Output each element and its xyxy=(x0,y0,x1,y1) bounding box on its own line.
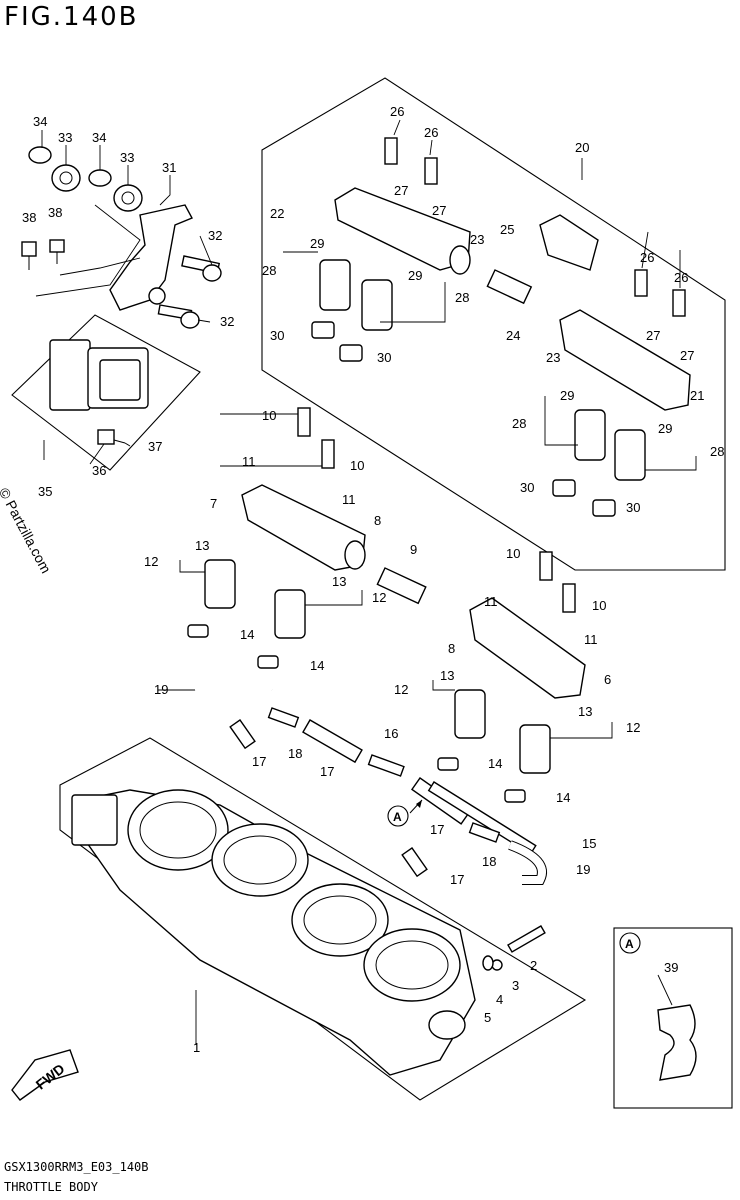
vacuum-hoses xyxy=(192,672,547,885)
callout-14b: 14 xyxy=(310,658,324,673)
callout-labels: 34 33 34 33 31 38 38 32 32 37 36 35 26 2… xyxy=(22,104,724,1093)
callout-23a: 23 xyxy=(470,232,484,247)
callout-7: 7 xyxy=(210,496,217,511)
callout-18a: 18 xyxy=(288,746,302,761)
callout-10c: 10 xyxy=(506,546,520,561)
callout-12a: 12 xyxy=(144,554,158,569)
callout-8a: 8 xyxy=(374,513,381,528)
callout-24: 24 xyxy=(506,328,520,343)
callout-26d: 26 xyxy=(674,270,688,285)
callout-14d: 14 xyxy=(556,790,570,805)
callout-33b: 33 xyxy=(120,150,134,165)
inset-box-a xyxy=(613,927,733,1109)
callout-34a: 34 xyxy=(33,114,47,129)
callout-4: 4 xyxy=(496,992,503,1007)
callout-1: 1 xyxy=(193,1040,200,1055)
callout-27b: 27 xyxy=(432,203,446,218)
callout-27a: 27 xyxy=(394,183,408,198)
callout-3: 3 xyxy=(512,978,519,993)
callout-17d: 17 xyxy=(450,872,464,887)
middle-fuel-rails xyxy=(187,407,586,803)
callout-13b: 13 xyxy=(332,574,346,589)
callout-18b: 18 xyxy=(482,854,496,869)
callout-12c: 12 xyxy=(394,682,408,697)
callout-20: 20 xyxy=(575,140,589,155)
figure-title: FIG.140B xyxy=(4,2,139,32)
callout-37: 37 xyxy=(148,439,162,454)
callout-6: 6 xyxy=(604,672,611,687)
callout-11d: 11 xyxy=(584,632,598,647)
callout-19a: 19 xyxy=(154,682,168,697)
figure-name: THROTTLE BODY xyxy=(4,1180,98,1194)
callout-28b: 28 xyxy=(455,290,469,305)
callout-a-marker xyxy=(387,799,423,827)
callout-30c: 30 xyxy=(520,480,534,495)
callout-27c: 27 xyxy=(646,328,660,343)
callout-34b: 34 xyxy=(92,130,106,145)
callout-21: 21 xyxy=(690,388,704,403)
callout-11b: 11 xyxy=(342,492,356,507)
upper-fuel-rail-box xyxy=(261,77,726,571)
figure-code: GSX1300RRM3_E03_140B xyxy=(4,1160,149,1174)
callout-11c: 11 xyxy=(484,594,498,609)
callout-32b: 32 xyxy=(220,314,234,329)
callout-36: 36 xyxy=(92,463,106,478)
callout-14c: 14 xyxy=(488,756,502,771)
callout-30d: 30 xyxy=(626,500,640,515)
injectors-upper xyxy=(311,259,646,517)
callout-17a: 17 xyxy=(252,754,266,769)
callout-5: 5 xyxy=(484,1010,491,1025)
callout-28c: 28 xyxy=(512,416,526,431)
leader-lines xyxy=(41,119,697,1045)
callout-15: 15 xyxy=(582,836,596,851)
callout-17b: 17 xyxy=(320,764,334,779)
callout-13d: 13 xyxy=(578,704,592,719)
callout-38b: 38 xyxy=(48,205,62,220)
callout-9: 9 xyxy=(410,542,417,557)
callout-29b: 29 xyxy=(408,268,422,283)
callout-16: 16 xyxy=(384,726,398,741)
callout-38a: 38 xyxy=(22,210,36,225)
callout-32a: 32 xyxy=(208,228,222,243)
callout-10a: 10 xyxy=(262,408,276,423)
callout-23b: 23 xyxy=(546,350,560,365)
callout-2: 2 xyxy=(530,958,537,973)
callout-39: 39 xyxy=(664,960,678,975)
callout-10d: 10 xyxy=(592,598,606,613)
callout-35: 35 xyxy=(38,484,52,499)
callout-31: 31 xyxy=(162,160,176,175)
fwd-arrow xyxy=(11,1049,79,1101)
callout-29d: 29 xyxy=(658,421,672,436)
callout-17c: 17 xyxy=(430,822,444,837)
callout-30a: 30 xyxy=(270,328,284,343)
sensor-detail-box xyxy=(11,314,201,471)
callout-19b: 19 xyxy=(576,862,590,877)
callout-27d: 27 xyxy=(680,348,694,363)
throttle-body-box xyxy=(59,737,587,1101)
callout-26a: 26 xyxy=(390,104,404,119)
callout-tag-a: A xyxy=(393,810,402,824)
callout-29c: 29 xyxy=(560,388,574,403)
callout-30b: 30 xyxy=(377,350,391,365)
callout-8b: 8 xyxy=(448,641,455,656)
callout-26c: 26 xyxy=(640,250,654,265)
callout-29a: 29 xyxy=(310,236,324,251)
callout-14a: 14 xyxy=(240,627,254,642)
callout-11a: 11 xyxy=(242,454,256,469)
callout-12b: 12 xyxy=(372,590,386,605)
callout-28d: 28 xyxy=(710,444,724,459)
callout-10b: 10 xyxy=(350,458,364,473)
callout-28a: 28 xyxy=(262,263,276,278)
callout-13c: 13 xyxy=(440,668,454,683)
inset-tag-a: A xyxy=(625,937,634,951)
callout-13a: 13 xyxy=(195,538,209,553)
callout-33a: 33 xyxy=(58,130,72,145)
sensor-bracket-group xyxy=(21,146,222,329)
callout-26b: 26 xyxy=(424,125,438,140)
callout-12d: 12 xyxy=(626,720,640,735)
callout-22: 22 xyxy=(270,206,284,221)
callout-25: 25 xyxy=(500,222,514,237)
